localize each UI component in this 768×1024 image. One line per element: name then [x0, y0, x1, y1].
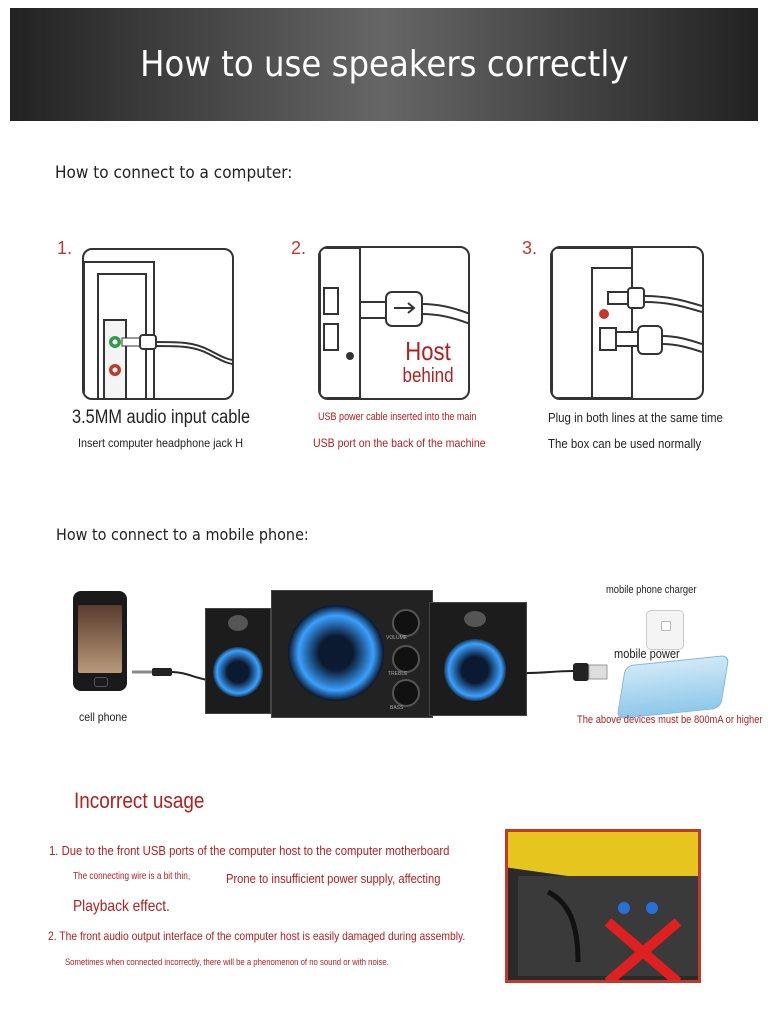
incorrect-line-4: 2. The front audio output interface of t… — [48, 929, 466, 943]
dual-plug-icon — [552, 248, 702, 398]
usb-cable-icon — [526, 663, 608, 681]
power-bank-label: mobile power — [614, 646, 680, 661]
charger-image — [646, 610, 684, 650]
audio-cable-icon — [132, 668, 209, 681]
treble-knob-label: TREBLE — [388, 671, 408, 677]
step-2-number: 2. — [291, 238, 307, 258]
device-requirement-note: The above devices must be 800mA or highe… — [577, 714, 763, 726]
phone-section-title: How to connect to a mobile phone: — [56, 525, 309, 544]
cell-phone-label: cell phone — [79, 710, 128, 724]
step-1-illustration — [82, 248, 234, 400]
incorrect-line-3: Playback effect. — [73, 898, 170, 915]
incorrect-line-2b: Prone to insufficient power supply, affe… — [226, 871, 441, 886]
computer-section-title: How to connect to a computer: — [55, 163, 293, 183]
step-3-illustration — [550, 246, 704, 400]
step-3-caption-sub: The box can be used normally — [548, 436, 702, 451]
incorrect-line-5: Sometimes when connected incorrectly, th… — [65, 957, 389, 967]
cell-phone-image — [73, 591, 127, 691]
step-2-illustration: Host behind — [318, 246, 470, 400]
step-3-caption-main: Plug in both lines at the same time — [548, 410, 723, 425]
page-title: How to use speakers correctly — [139, 44, 629, 85]
usb-plug-icon — [320, 248, 468, 398]
step-2-caption-sub: USB port on the back of the machine — [313, 436, 486, 450]
red-x-icon — [546, 889, 682, 980]
behind-overlay-label: behind — [402, 365, 454, 387]
incorrect-line-2a: The connecting wire is a bit thin, — [73, 871, 191, 882]
incorrect-usage-photo — [505, 829, 701, 983]
incorrect-usage-title: Incorrect usage — [74, 788, 205, 813]
incorrect-line-1: 1. Due to the front USB ports of the com… — [49, 843, 450, 858]
step-3-number: 3. — [522, 238, 538, 258]
host-overlay-label: Host — [405, 336, 451, 366]
header-banner: How to use speakers correctly — [10, 8, 758, 121]
charger-label: mobile phone charger — [606, 584, 697, 596]
step-1-caption-main: 3.5MM audio input cable — [72, 407, 251, 428]
step-1-caption-sub: Insert computer headphone jack H — [78, 436, 244, 450]
power-bank-image — [616, 654, 730, 720]
step-2-caption-main: USB power cable inserted into the main — [318, 411, 477, 423]
bass-knob-label: BASS — [390, 705, 404, 711]
step-1-number: 1. — [57, 238, 73, 258]
volume-knob-label: VOLUME — [386, 635, 408, 641]
audio-jack-plug-icon — [84, 261, 232, 398]
speaker-set-image: VOLUME TREBLE BASS — [205, 590, 527, 720]
